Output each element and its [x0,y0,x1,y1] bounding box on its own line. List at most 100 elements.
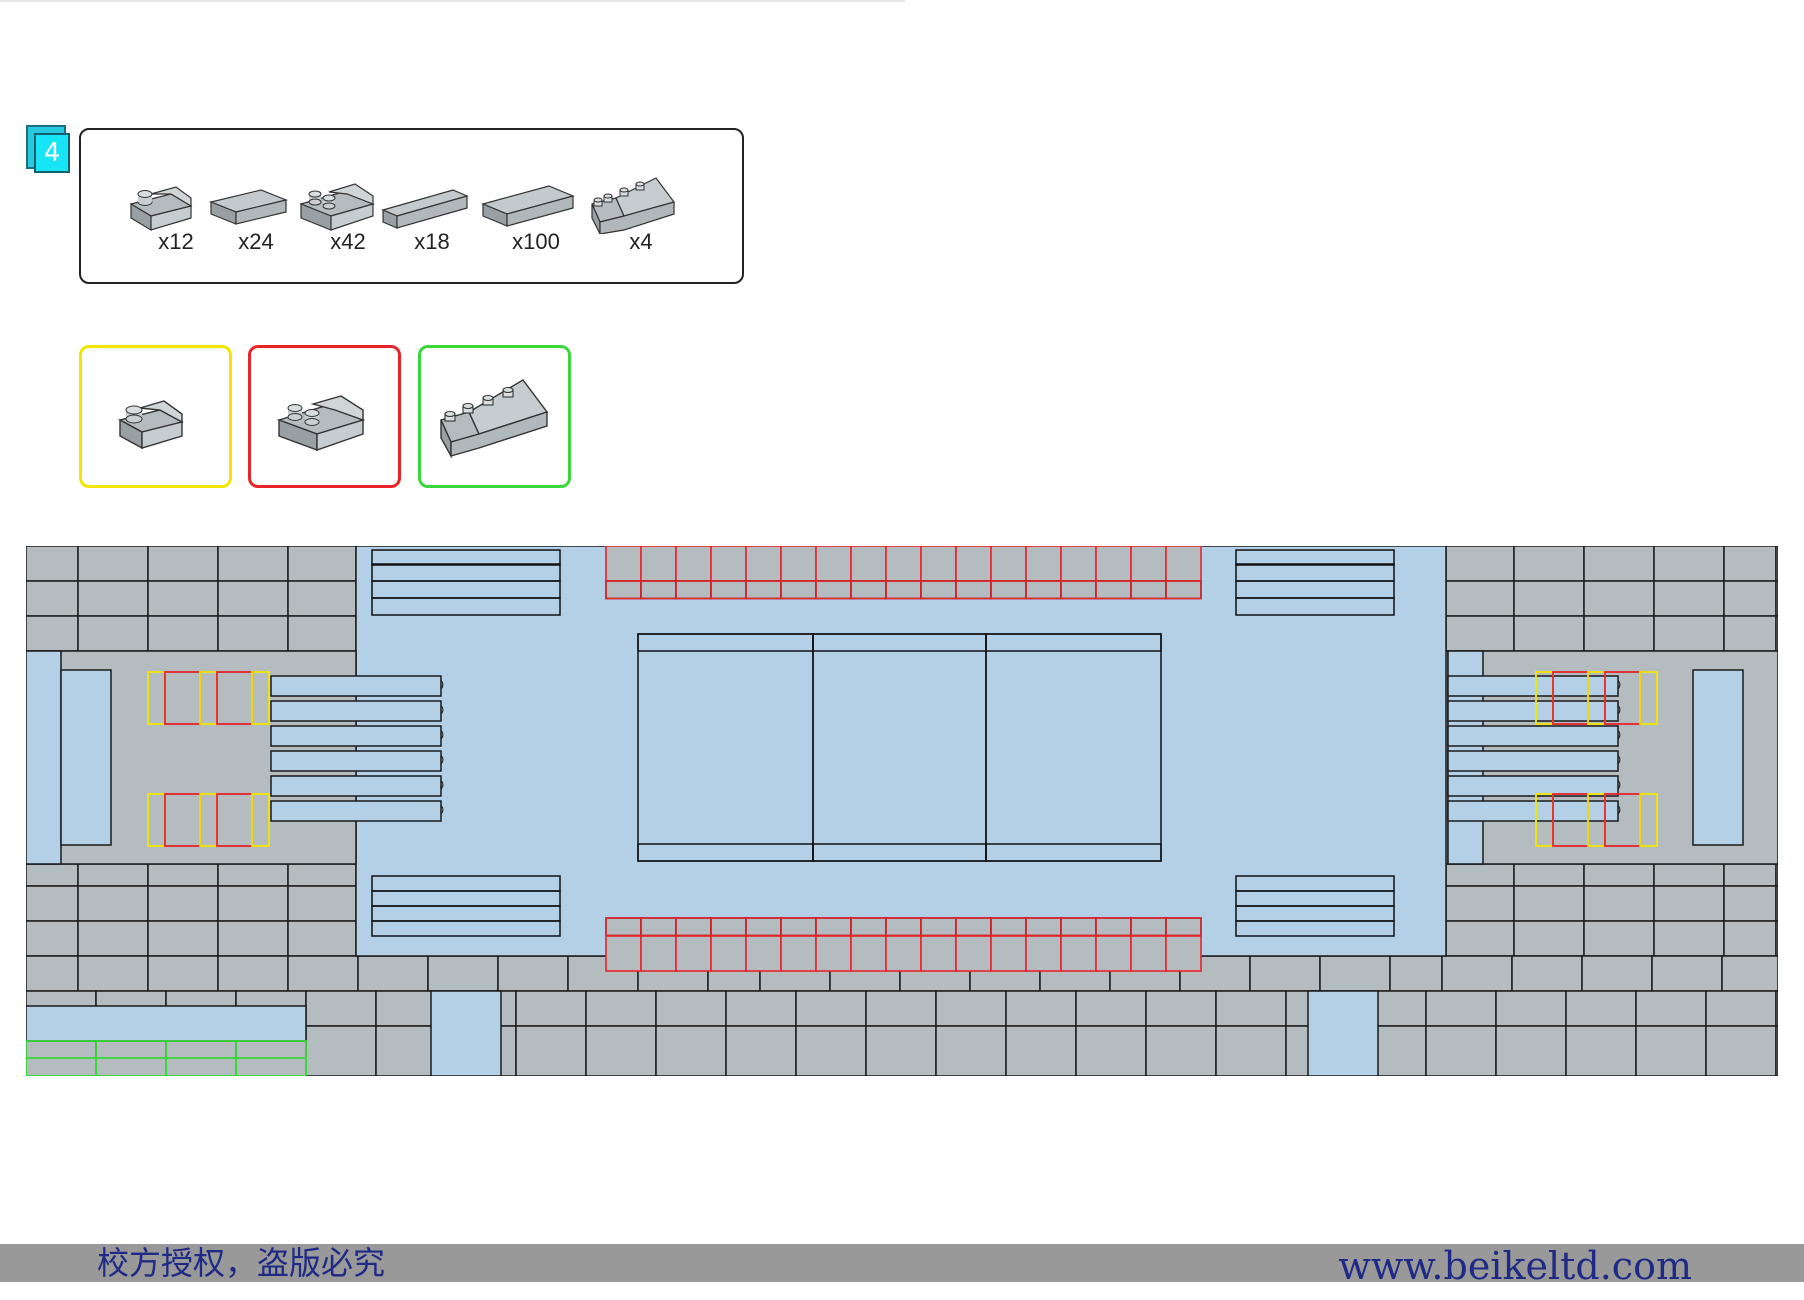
center-plate-field [355,546,1447,957]
red-slope-studs [1165,580,1202,600]
red-slope-studs [990,917,1027,937]
slope-brick-1x2-icon [118,400,184,450]
green-roof-studs [95,1040,167,1060]
plate-outline [371,920,561,937]
tile [77,580,149,617]
red-slope-studs [1130,580,1167,600]
red-outline [1165,917,1202,937]
tile [1775,863,1778,887]
red-slope-tile [850,935,887,972]
red-slope-tile [675,546,712,582]
red-outline [1165,580,1202,600]
tile [1721,955,1778,992]
green-roof-studs [235,1040,307,1060]
part-quantity: x100 [512,229,560,254]
tile [287,615,357,652]
parts-list-item: x100 [481,154,591,264]
green-roof-tile [95,1057,167,1076]
tile [1723,615,1777,652]
tile [1775,1025,1778,1076]
tile [655,1025,727,1076]
red-slope-studs [1025,580,1062,600]
wing-stripe-plate [1447,800,1619,822]
tile [147,863,219,887]
tile [26,546,79,582]
yellow-slope-marker [1639,793,1658,847]
wing-plate [1692,669,1744,846]
tile [1583,546,1655,582]
bottom-stud-pad [1307,990,1379,1076]
tile [585,990,657,1027]
tile [1775,546,1778,582]
plate-outline [1235,597,1395,616]
tile [1511,955,1583,992]
plate-outline [985,633,1162,862]
red-slope-tile [710,935,747,972]
red-slope-studs [1060,580,1097,600]
tile [77,920,149,957]
tile [1775,580,1778,617]
wing-plate [60,669,112,846]
wing-stripe-plate [1447,775,1619,797]
tile [1653,580,1725,617]
tile [305,1025,377,1076]
red-slope-studs [1060,917,1097,937]
red-slope-tile [675,935,712,972]
tile [1005,1025,1077,1076]
red-slope-tile [710,546,747,582]
tile [1445,863,1515,887]
tile [1583,885,1655,922]
tile [77,615,149,652]
parts-list-item: x4 [586,154,696,264]
tile [1635,990,1707,1027]
tile [1389,955,1443,992]
build-layout-diagram [26,546,1778,1076]
tile [795,990,867,1027]
tile [147,955,219,992]
tile [935,990,1007,1027]
tile [1513,546,1585,582]
red-slope-studs [920,917,957,937]
tile [725,990,797,1027]
tile [1445,615,1515,652]
red-slope-studs [710,580,747,600]
red-slope-studs [955,580,992,600]
tile [1775,920,1778,957]
wing-stripe-plate [270,700,442,722]
tile [1723,885,1777,922]
tile [1145,990,1217,1027]
plate-outline [1235,549,1395,566]
tile [1705,990,1777,1027]
wing-stripe-plate [270,775,442,797]
slope-brick-2x2-icon [276,395,366,452]
red-slope-tile [815,546,852,582]
red-slope-studs [1095,917,1132,937]
green-roof-studs [26,1040,97,1060]
tile [1495,1025,1567,1076]
red-slope-tile [1095,935,1132,972]
tile [26,863,79,887]
red-slope-tile [990,935,1027,972]
tile [1005,990,1077,1027]
bottom-stud-pad [430,990,502,1076]
red-slope-studs [675,580,712,600]
tile [26,955,79,992]
tile [217,920,289,957]
tile [1723,920,1777,957]
red-slope-tile [815,935,852,972]
yellow-slope-marker [251,671,270,725]
red-slope-tile [780,546,817,582]
tile [1445,580,1515,617]
parts-list-item: x18 [377,154,487,264]
footer-bar [0,1244,1804,1282]
wing-stripe-plate [270,725,442,747]
tile [1723,863,1777,887]
yellow-slope-marker [251,793,270,847]
red-slope-studs [745,917,782,937]
tile [1775,615,1778,652]
tile [1653,615,1725,652]
red-slope-tile [745,546,782,582]
red-slope-studs [920,580,957,600]
plate-outline [1235,920,1395,937]
tile [1513,920,1585,957]
